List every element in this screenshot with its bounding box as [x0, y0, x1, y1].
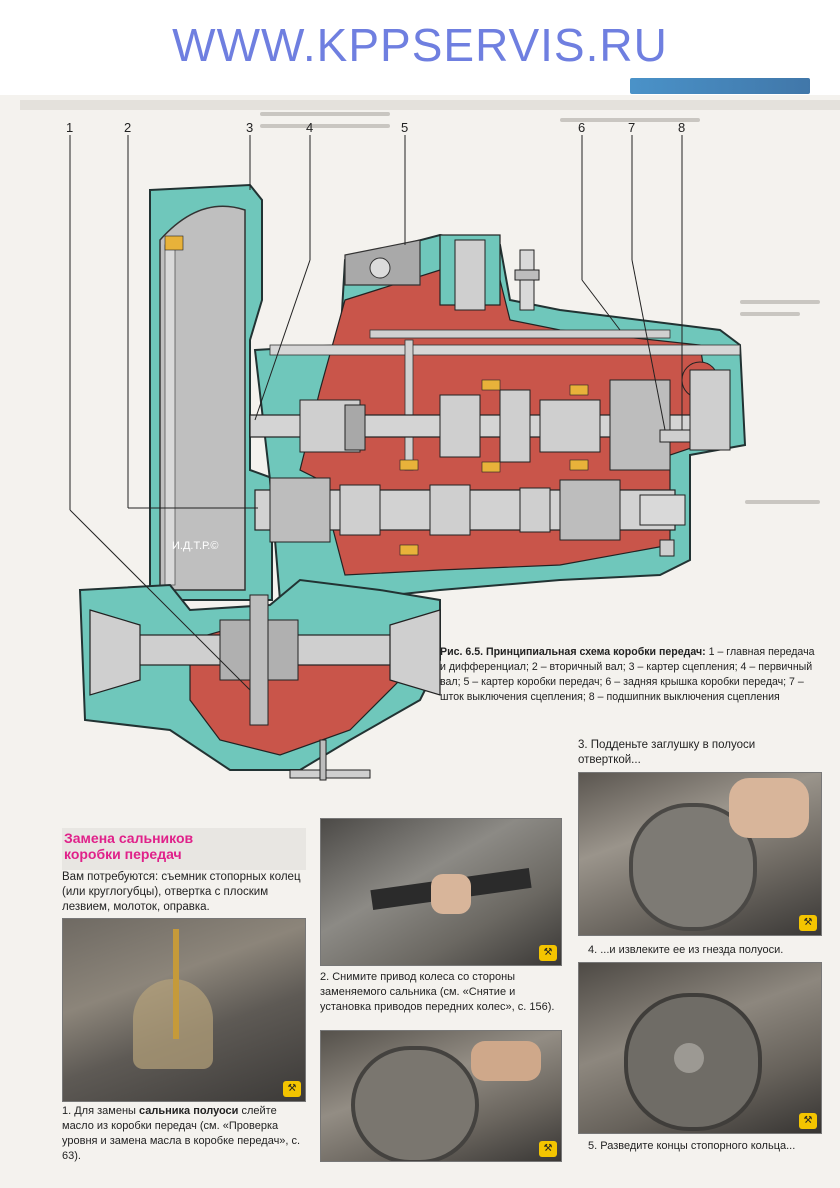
caption-body: 1 – главная передача и дифференциал; 2 –… — [440, 646, 815, 703]
callout-4: 4 — [306, 120, 314, 135]
tool-icon: ⚒ — [539, 945, 557, 961]
background-page-block — [20, 100, 840, 110]
step-3-text: 3. Подденьте заглушку в полуоси отвертко… — [578, 739, 756, 766]
background-text-line — [740, 312, 800, 316]
caption-title: Рис. 6.5. Принципиальная схема коробки п… — [440, 646, 706, 658]
site-banner: WWW.KPPSERVIS.RU — [0, 0, 840, 95]
tools-paragraph: Вам потребуются: съемник стопорных колец… — [62, 871, 301, 913]
tool-icon: ⚒ — [799, 915, 817, 931]
step-1-pre: 1. Для замены — [62, 1105, 139, 1117]
section-heading: Замена сальников коробки передач — [62, 828, 306, 870]
callout-7: 7 — [628, 120, 636, 135]
gearbox-diagram — [69, 135, 747, 781]
photo-remove-plug: ⚒ — [578, 962, 822, 1134]
page-number-strip — [630, 78, 810, 94]
photo-pry-plug: ⚒ — [578, 772, 822, 936]
tool-icon: ⚒ — [539, 1141, 557, 1157]
callout-8: 8 — [678, 120, 686, 135]
callout-1: 1 — [66, 120, 74, 135]
tool-icon: ⚒ — [799, 1113, 817, 1129]
background-text-line — [560, 118, 700, 122]
figure-caption: Рис. 6.5. Принципиальная схема коробки п… — [440, 645, 820, 705]
background-text-line — [740, 300, 820, 304]
step-5-text: 5. Разведите концы стопорного кольца... — [588, 1140, 796, 1152]
callout-6: 6 — [578, 120, 586, 135]
step-1-text: 1. Для замены сальника полуоси слейте ма… — [62, 1104, 304, 1164]
section-heading-line1: Замена сальников — [64, 830, 194, 846]
photo-oil-drain: ⚒ — [62, 918, 306, 1102]
site-url[interactable]: WWW.KPPSERVIS.RU — [172, 19, 668, 71]
background-text-line — [745, 500, 820, 504]
step-4-text: 4. ...и извлеките ее из гнезда полуоси. — [588, 944, 784, 956]
callout-3: 3 — [246, 120, 254, 135]
tool-icon: ⚒ — [283, 1081, 301, 1097]
step-2-text: 2. Снимите привод колеса со стороны заме… — [320, 971, 555, 1013]
section-heading-line2: коробки передач — [64, 846, 182, 862]
callout-5: 5 — [401, 120, 409, 135]
background-text-line — [260, 124, 390, 128]
background-text-line — [260, 112, 390, 116]
photo-hub-closeup: ⚒ — [320, 1030, 562, 1162]
photo-drive-shaft: ⚒ — [320, 818, 562, 966]
step-1-post: слейте масло из коробки передач (см. «Пр… — [62, 1105, 301, 1162]
step-1-bold: сальника полуоси — [139, 1105, 239, 1117]
publisher-stamp: И.Д.Т.Р.© — [172, 540, 219, 552]
callout-2: 2 — [124, 120, 132, 135]
